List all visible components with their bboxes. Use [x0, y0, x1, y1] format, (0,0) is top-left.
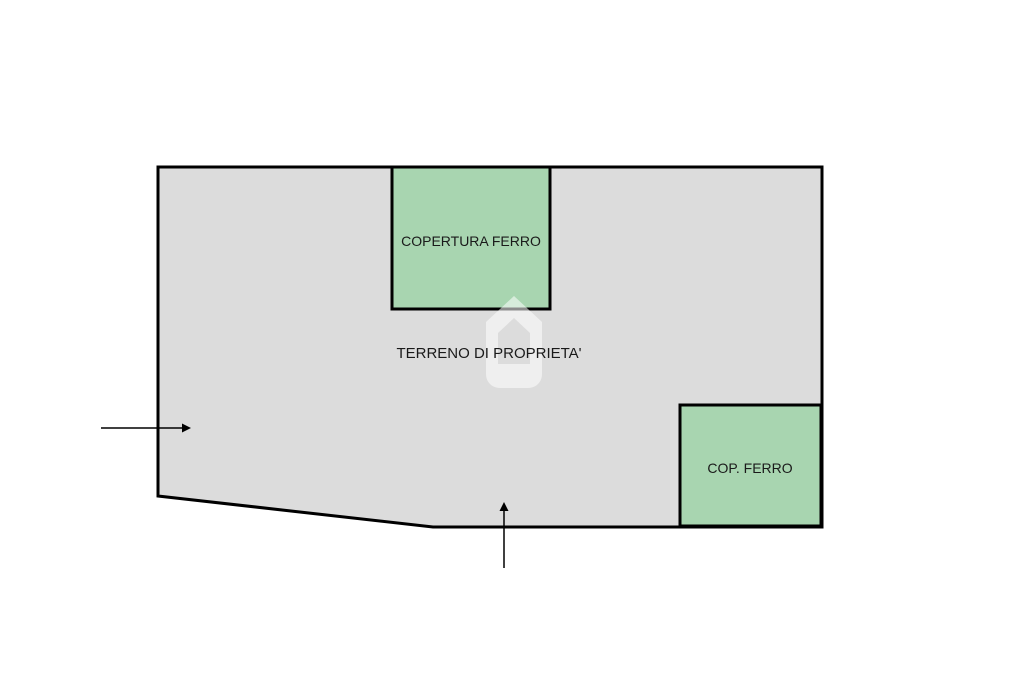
iron-cover-top [390, 165, 552, 311]
iron-cover-top-label: COPERTURA FERRO [401, 233, 541, 249]
access-arrow-left [101, 423, 191, 433]
land-label: TERRENO DI PROPRIETA' [396, 345, 581, 362]
house-logo-icon [486, 296, 542, 388]
iron-cover-bottom-right-label: COP. FERRO [707, 460, 792, 476]
access-arrow-bottom [499, 502, 509, 568]
iron-cover-bottom-right [678, 403, 823, 528]
